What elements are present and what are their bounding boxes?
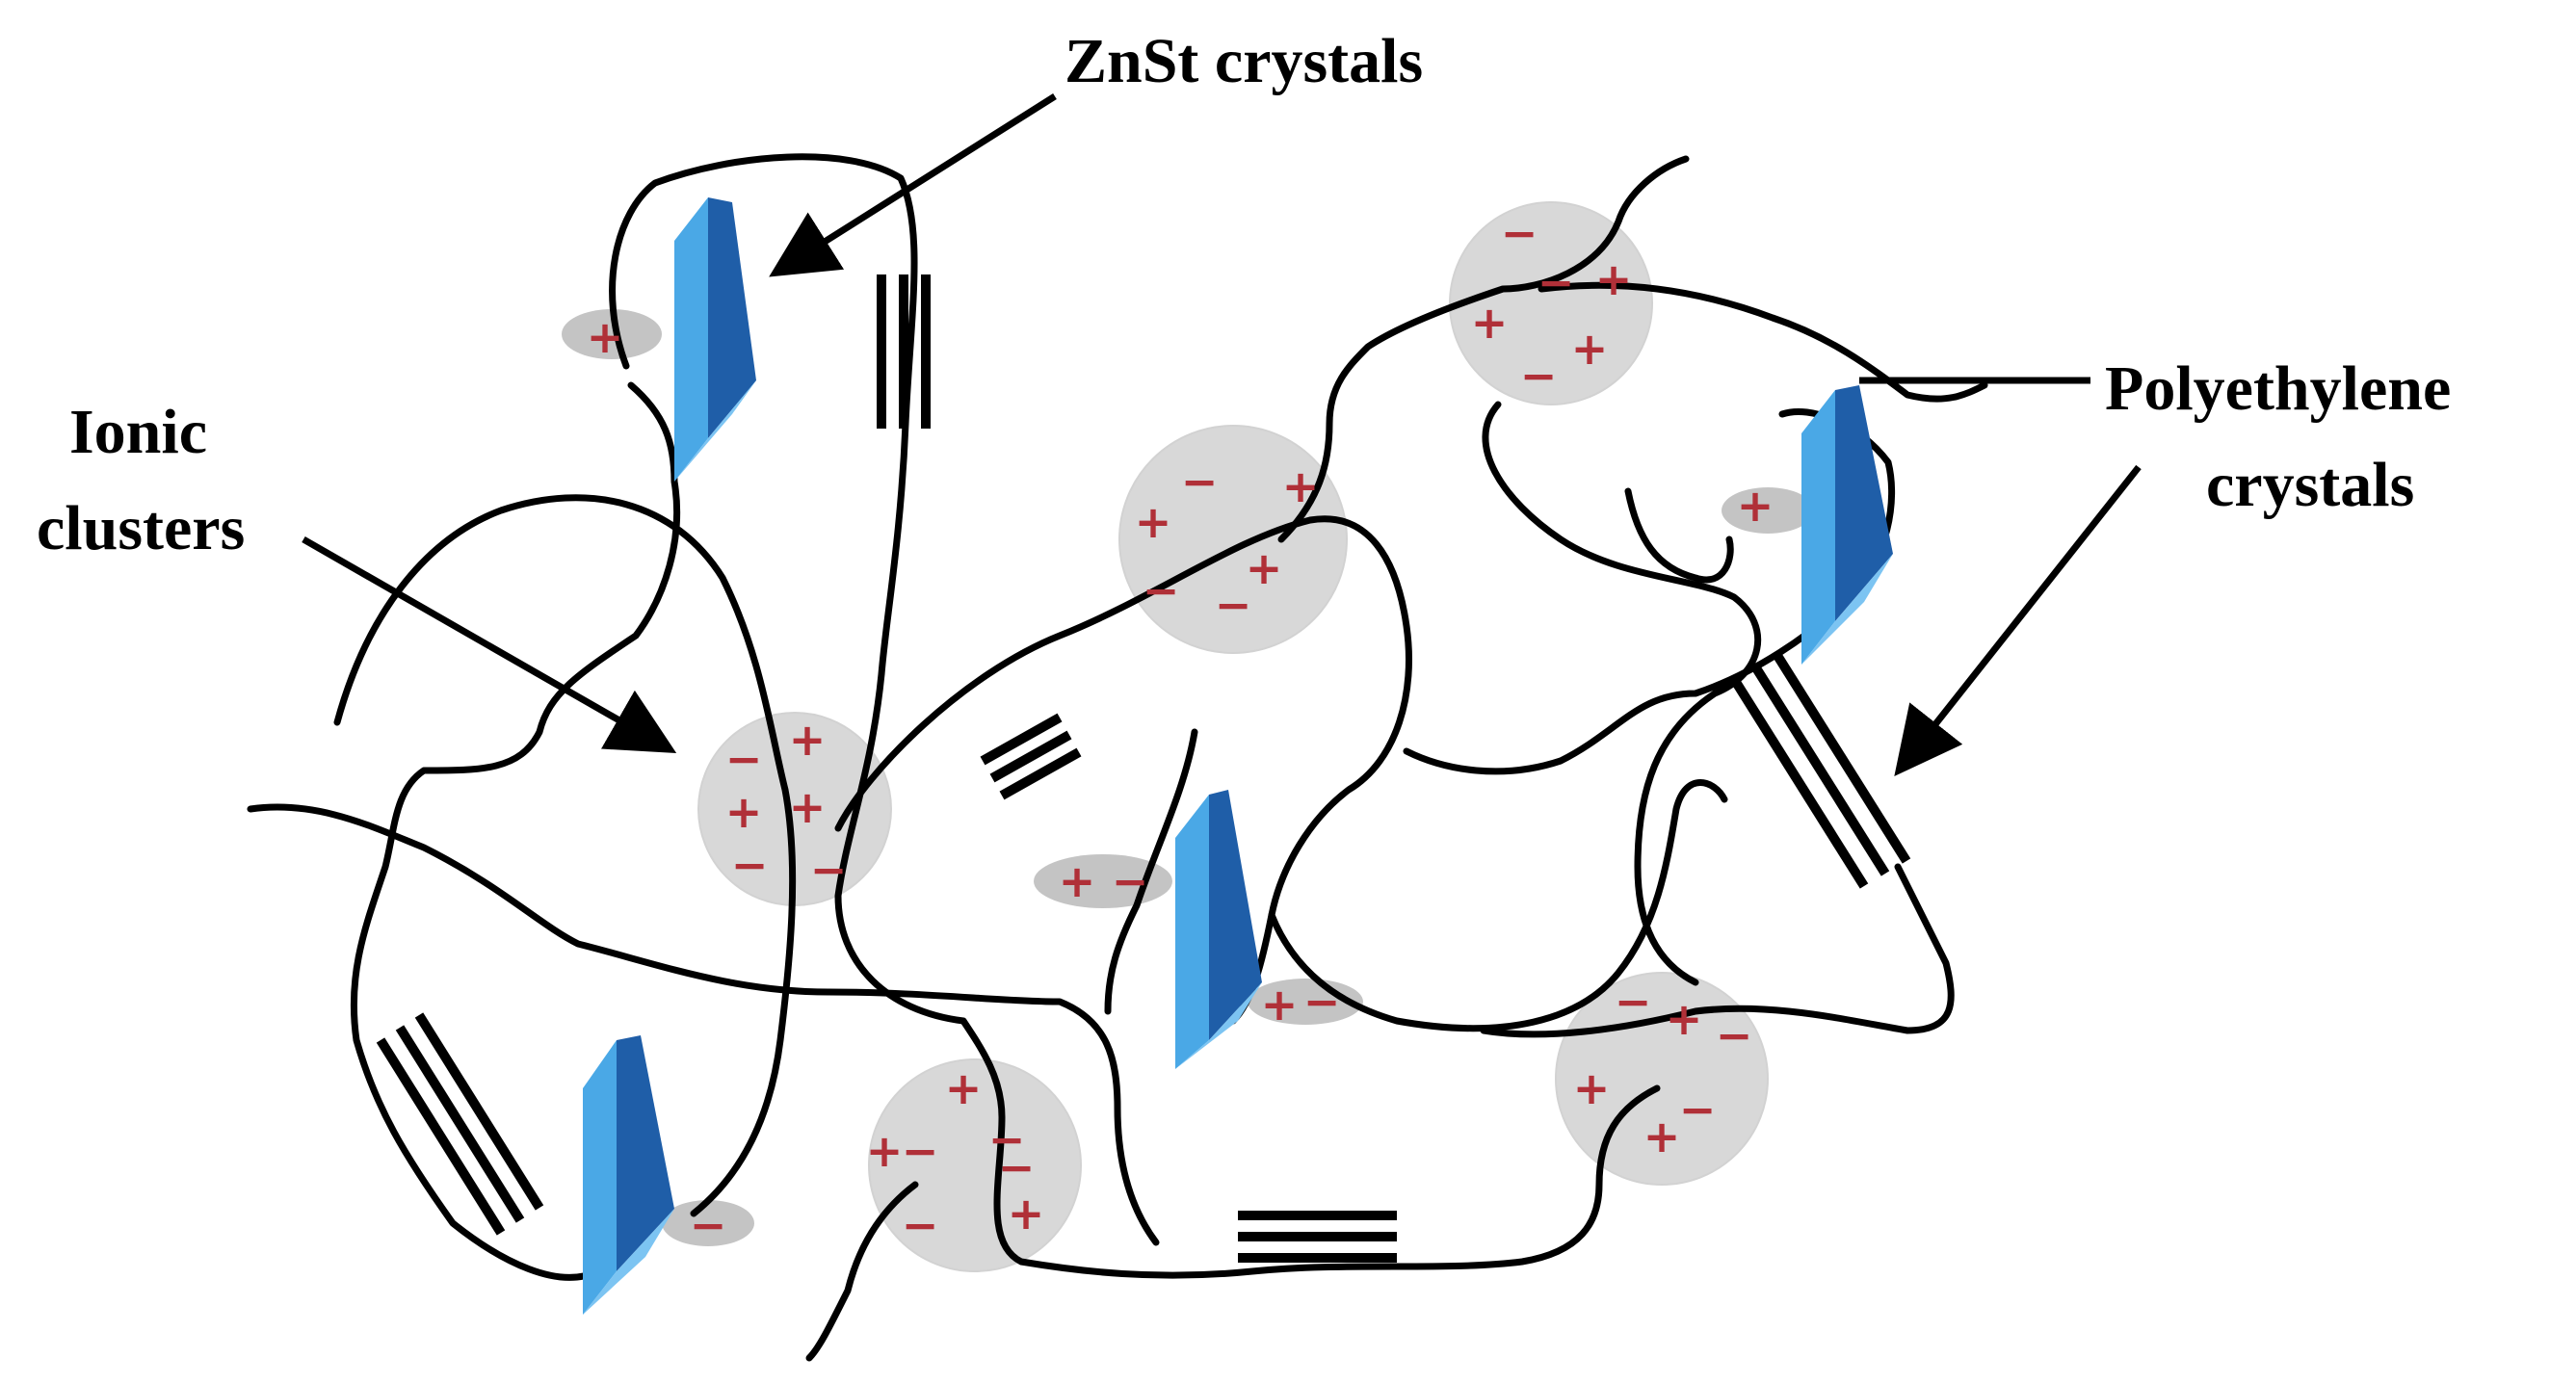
polymer-chain — [333, 494, 797, 1217]
plus-sign: + — [1008, 1188, 1045, 1240]
ion-pair — [562, 309, 662, 359]
znst-crystal — [674, 197, 756, 482]
plus-sign: + — [1261, 979, 1299, 1031]
plus-sign: + — [1135, 496, 1172, 548]
plus-sign: + — [789, 714, 827, 766]
pe-crystal-vertical — [877, 274, 931, 429]
plus-sign: + — [1573, 1062, 1611, 1114]
polymer-chain — [834, 515, 1412, 1025]
ion-pair — [662, 1200, 754, 1246]
polyethylene-crystals — [376, 274, 1911, 1263]
plus-sign: + — [945, 1062, 983, 1114]
ion-pairs — [562, 309, 1814, 1246]
minus-sign: − — [1716, 1009, 1753, 1061]
pe-crystal-small-center — [980, 713, 1082, 800]
plus-sign: + — [789, 781, 827, 833]
plus-sign: + — [866, 1125, 904, 1177]
polymer-chain — [805, 1181, 919, 1362]
minus-sign: − — [1615, 976, 1652, 1028]
ionic-clusters-arrow — [302, 535, 677, 753]
ionic-cluster — [1118, 425, 1348, 654]
ionic-clusters-label-line1: Ionic — [69, 397, 207, 467]
plus-sign: + — [587, 311, 624, 363]
minus-sign: − — [1112, 855, 1149, 907]
polymer-chain — [247, 803, 1160, 1246]
polymer-chains — [247, 153, 1988, 1362]
polyethylene-crystals-label-line1: Polyethylene — [2105, 353, 2451, 424]
pe-crystal-diagonal-right — [1729, 651, 1911, 889]
plus-sign: + — [1246, 542, 1283, 594]
plus-sign: + — [725, 786, 763, 838]
plus-sign: + — [1666, 993, 1703, 1045]
ionic-cluster — [868, 1058, 1082, 1272]
minus-sign: − — [1538, 256, 1575, 308]
znst-crystal — [1801, 385, 1893, 665]
minus-sign: − — [902, 1199, 939, 1251]
minus-sign: − — [725, 733, 763, 785]
ion-signs: + + − + + − − − + + + − − − − + + + − + … — [587, 207, 1774, 1251]
polymer-chain — [1624, 487, 1734, 584]
polymer-chain — [1277, 155, 1690, 543]
minus-sign: − — [1215, 579, 1252, 631]
polymer-chain — [1538, 281, 1988, 403]
minus-sign: − — [998, 1141, 1036, 1193]
polymer-chain — [1403, 407, 1896, 775]
minus-sign: − — [731, 839, 769, 891]
polymer-chain — [350, 381, 681, 1281]
labels: ZnSt crystals Ionic clusters Polyethylen… — [37, 26, 2451, 563]
minus-sign: − — [690, 1199, 727, 1251]
plus-sign: + — [1059, 855, 1096, 907]
minus-sign: − — [1303, 976, 1341, 1028]
polymer-chain — [1482, 401, 1762, 986]
polymer-chain — [959, 1017, 1661, 1279]
polyethylene-crystals-label-line2: crystals — [2206, 450, 2414, 520]
znst-crystals — [583, 197, 1893, 1315]
plus-sign: + — [1595, 253, 1633, 305]
znst-arrow — [769, 93, 1057, 277]
plus-sign: + — [1737, 480, 1774, 532]
minus-sign: − — [902, 1125, 939, 1177]
polymer-chain — [1268, 779, 1728, 1032]
minus-sign: − — [988, 1113, 1026, 1165]
minus-sign: − — [1143, 564, 1180, 616]
minus-sign: − — [1501, 207, 1538, 259]
plus-sign: + — [1471, 297, 1509, 349]
ionic-clusters-label-line2: clusters — [37, 493, 245, 563]
plus-sign: + — [1643, 1110, 1681, 1162]
pe-crystal-horizontal-bottom — [1238, 1211, 1397, 1263]
plus-sign: + — [1571, 323, 1609, 375]
polymer-chain — [1480, 863, 1955, 1038]
znst-crystal — [583, 1035, 674, 1315]
pe-crystals-arrow — [1894, 464, 2142, 776]
annotation-arrows — [302, 93, 2142, 776]
plus-sign: + — [1282, 460, 1320, 512]
znst-crystal — [1175, 790, 1262, 1069]
ion-pair — [1722, 487, 1814, 534]
pe-crystal-diagonal-left — [376, 1012, 544, 1236]
polymer-chain — [1104, 728, 1198, 1015]
minus-sign: − — [810, 844, 848, 896]
minus-sign: − — [1520, 350, 1558, 402]
znst-crystals-label: ZnSt crystals — [1065, 26, 1423, 96]
minus-sign: − — [1181, 456, 1219, 508]
minus-sign: − — [1679, 1084, 1717, 1136]
